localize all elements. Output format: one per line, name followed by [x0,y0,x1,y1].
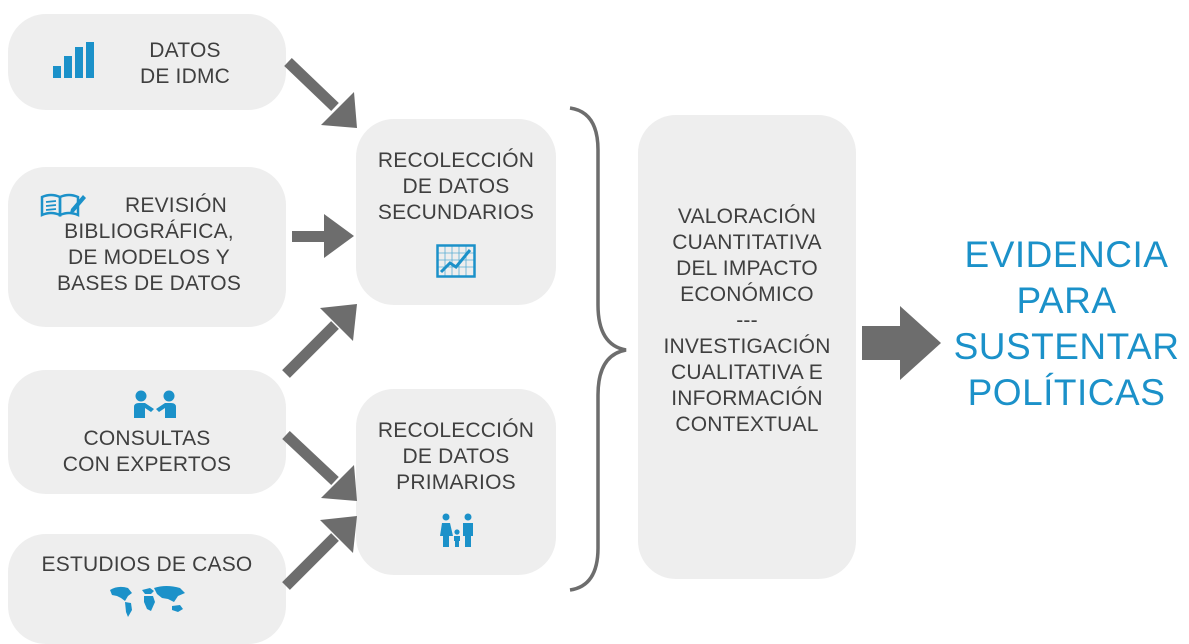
bar-chart-icon [53,42,94,78]
open-book-pen-icon [40,193,86,217]
primary-line1: RECOLECCIÓN [377,419,535,442]
analysis-line: CUALITATIVA E [671,361,823,384]
source-experts-label: CONSULTAS CON EXPERTOS [8,426,286,478]
evidence-title: EVIDENCIA PARA SUSTENTAR POLÍTICAS [944,232,1189,416]
arrow-experts-to-secondary [282,304,357,378]
source-review-line3: DE MODELOS Y [68,246,230,269]
source-cases-line1: ESTUDIOS DE CASO [41,553,253,576]
source-box-idmc [8,14,286,110]
analysis-line: INVESTIGACIÓN [663,335,831,358]
primary-collection-label: RECOLECCIÓN DE DATOS PRIMARIOS [356,418,556,496]
arrow-idmc-to-secondary [284,58,357,128]
secondary-collection-label: RECOLECCIÓN DE DATOS SECUNDARIOS [356,148,556,226]
source-idmc-line2: DE IDMC [139,65,231,88]
analysis-label: VALORACIÓN CUANTITATIVA DEL IMPACTO ECON… [638,204,856,438]
primary-line3: PRIMARIOS [396,471,516,494]
source-box-experts [8,370,286,494]
world-map-icon [110,586,185,617]
analysis-line: INFORMACIÓN [671,387,823,410]
analysis-line: VALORACIÓN [677,205,817,228]
secondary-line3: SECUNDARIOS [377,201,535,224]
arrow-experts-to-primary [282,430,357,501]
analysis-line: CONTEXTUAL [675,413,819,436]
evidence-line: SUSTENTAR [953,326,1180,367]
line-chart-icon [436,244,476,278]
evidence-line: POLÍTICAS [967,372,1166,413]
source-experts-line1: CONSULTAS [83,427,211,450]
source-review-line1: REVISIÓN [125,194,227,217]
source-review-label: REVISIÓN BIBLIOGRÁFICA, DE MODELOS Y BAS… [12,193,286,297]
analysis-line: DEL IMPACTO [676,257,818,280]
primary-line2: DE DATOS [402,445,510,468]
secondary-line1: RECOLECCIÓN [377,149,535,172]
analysis-box [638,115,856,579]
source-cases-label: ESTUDIOS DE CASO [8,552,286,578]
evidence-line: PARA [1016,280,1117,321]
arrow-cases-to-primary [282,516,357,590]
analysis-separator: --- [736,309,758,332]
handshake-icon [134,390,176,418]
secondary-collection-box [356,119,556,305]
secondary-line2: DE DATOS [402,175,510,198]
analysis-line: CUANTITATIVA [672,231,822,254]
evidence-line: EVIDENCIA [964,234,1169,275]
source-idmc-line1: DATOS [149,39,221,62]
source-review-line4: BASES DE DATOS [56,272,242,295]
source-experts-line2: CON EXPERTOS [62,453,232,476]
family-icon [440,513,473,547]
connector-layer [282,58,941,592]
source-idmc-label: DATOS DE IDMC [110,38,260,90]
arrow-analysis-to-evidence [862,306,941,380]
source-review-line2: BIBLIOGRÁFICA, [64,220,234,243]
curly-brace [569,106,627,592]
analysis-line: ECONÓMICO [680,283,814,306]
source-box-review [8,167,286,327]
arrow-review-to-secondary [292,214,354,258]
